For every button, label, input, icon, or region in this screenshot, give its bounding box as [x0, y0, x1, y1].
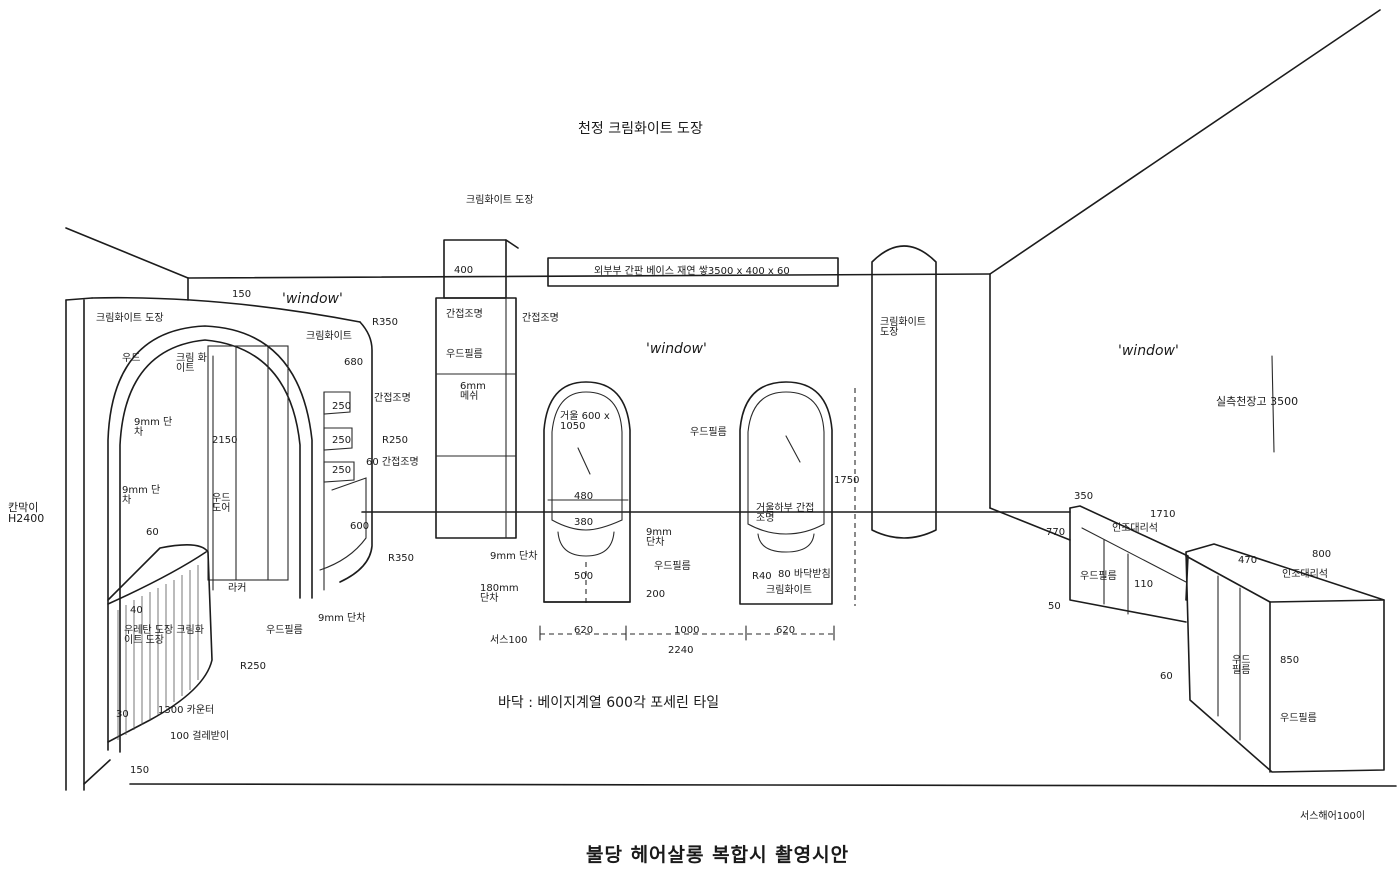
counter-470-label: 470 — [1238, 555, 1258, 566]
mirror-right-cream-label: 크림화이트 — [766, 585, 812, 596]
door-label: 우드 도어 — [212, 493, 231, 514]
counter-50-label: 50 — [1048, 601, 1061, 612]
floor-1000-label: 1000 — [674, 625, 700, 636]
arch-wood-label: 우드 — [122, 353, 141, 364]
window-label-left: 'window' — [282, 291, 343, 307]
floor-dim-line — [539, 625, 836, 641]
counter-110-label: 110 — [1134, 579, 1154, 590]
arch-cream-label: 크림 화이트 — [176, 353, 207, 374]
column-box — [435, 239, 519, 539]
counter-800-label: 800 — [1312, 549, 1332, 560]
window-label-right: 'window' — [1118, 343, 1179, 359]
mirror-left-step2-label: 9mm 단차 — [646, 527, 672, 548]
mirror-left-size-label: 거울 600 x 1050 — [560, 411, 610, 432]
floor-620a-label: 620 — [574, 625, 594, 636]
counter-770-label: 770 — [1046, 527, 1066, 538]
floor-620b-label: 620 — [776, 625, 796, 636]
ceiling-height-note: 실측천장고 3500 — [1216, 395, 1299, 408]
column-wood-label: 우드필름 — [446, 349, 483, 360]
mirror-right-shelf-label: 80 바닥받침 — [778, 569, 831, 580]
round-column — [871, 245, 937, 539]
mirror-right-sketch — [739, 381, 856, 606]
mirror-right-wood-label: 우드필름 — [690, 427, 727, 438]
side-height-label: 680 — [344, 357, 364, 368]
shelf-light-60-label: 60 간접조명 — [366, 457, 419, 468]
arch-height-label: 2150 — [212, 435, 238, 446]
counter-850-label: 850 — [1280, 655, 1300, 666]
arch-width-label: 150 — [232, 289, 252, 300]
mirror-left-480-label: 480 — [574, 491, 594, 502]
ceiling-note: 천정 크림화이트 도장 — [578, 121, 703, 137]
reception-40-label: 40 — [130, 605, 143, 616]
reception-radius-label: R250 — [240, 661, 267, 672]
mirror-left-200-label: 200 — [646, 589, 666, 600]
shelf-light-label: 간접조명 — [374, 393, 411, 404]
counter-base-label: 서스해어100이 — [1300, 811, 1366, 822]
arch-step1-label: 9mm 단차 — [134, 417, 173, 438]
locker-label: 라커 — [228, 583, 247, 594]
counter-stone-a-label: 인조대리석 — [1112, 523, 1158, 534]
signboard-box — [547, 257, 839, 287]
reception-counter — [107, 544, 213, 743]
mirror-left-500-label: 500 — [574, 571, 594, 582]
arch-step2-label: 9mm 단차 — [122, 485, 161, 506]
reception-len-label: 1300 카운터 — [158, 705, 215, 716]
round-column-label: 크림화이트 도장 — [880, 317, 926, 338]
left-paint-label: 크림화이트 도장 — [96, 313, 164, 324]
column-paint-label: 크림화이트 도장 — [466, 195, 534, 206]
right-counters — [1069, 505, 1385, 773]
wood-finish-label: 우드필름 — [266, 625, 303, 636]
counter-wood-a-label: 우드필름 — [1080, 571, 1117, 582]
radius-350-top-label: R350 — [372, 317, 399, 328]
reception-30-label: 30 — [116, 709, 129, 720]
counter-350-label: 350 — [1074, 491, 1094, 502]
shelf-h2-label: 250 — [332, 435, 352, 446]
floor-base-label: 서스100 — [490, 635, 528, 646]
corner-finish-label: 9mm 단차 — [318, 613, 366, 624]
radius-250-label: R250 — [382, 435, 409, 446]
mirror-left-sketch — [543, 381, 631, 604]
mirror-left-step-label: 9mm 단차 — [490, 551, 538, 562]
depth-label: 600 — [350, 521, 370, 532]
mirror-left-wood-label: 우드필름 — [654, 561, 691, 572]
ceiling-height-marker — [1271, 355, 1275, 453]
shelf-h3-label: 250 — [332, 465, 352, 476]
reception-base-label: 100 걸레받이 — [170, 731, 230, 742]
signboard-label: 외부부 간판 베이스 재연 쌓3500 x 400 x 60 — [594, 266, 790, 277]
partition-label: 칸막이 H2400 — [8, 501, 45, 525]
column-light2-label: 간접조명 — [522, 313, 559, 324]
mirror-right-light-label: 거울하부 간접조명 — [756, 503, 815, 524]
reception-finish-label: 우레탄 도장 크림화이트 도장 — [124, 625, 204, 646]
room-outline — [65, 9, 1397, 787]
counter-wood-b-label: 우드 필름 — [1232, 655, 1251, 676]
counter-1710-label: 1710 — [1150, 509, 1176, 520]
mirror-left-380-label: 380 — [574, 517, 594, 528]
column-size-label: 400 — [454, 265, 474, 276]
floor-note: 바닥 : 베이지계열 600각 포세린 타일 — [498, 695, 720, 711]
column-light1-label: 간접조명 — [446, 309, 483, 320]
window-label-center: 'window' — [646, 341, 707, 357]
column-mesh-label: 6mm 메쉬 — [460, 381, 486, 402]
shelf-h1-label: 250 — [332, 401, 352, 412]
mirror-right-1750-label: 1750 — [834, 475, 860, 486]
mirror-right-r40-label: R40 — [752, 571, 772, 582]
counter-stone-b-label: 인조대리석 — [1282, 569, 1328, 580]
bottom-150-label: 150 — [130, 765, 150, 776]
counter-wood-c-label: 우드필름 — [1280, 713, 1317, 724]
radius-350-side-label: R350 — [388, 553, 415, 564]
sketch-title: 불당 헤어살롱 복합시 촬영시안 — [586, 844, 850, 866]
floor-total-label: 2240 — [668, 645, 694, 656]
gap-60-label: 60 — [146, 527, 159, 538]
cream2-label: 크림화이트 — [306, 331, 352, 342]
counter-60-label: 60 — [1160, 671, 1173, 682]
mirror-left-180-label: 180mm 단차 — [480, 583, 519, 604]
left-partition — [65, 296, 373, 791]
